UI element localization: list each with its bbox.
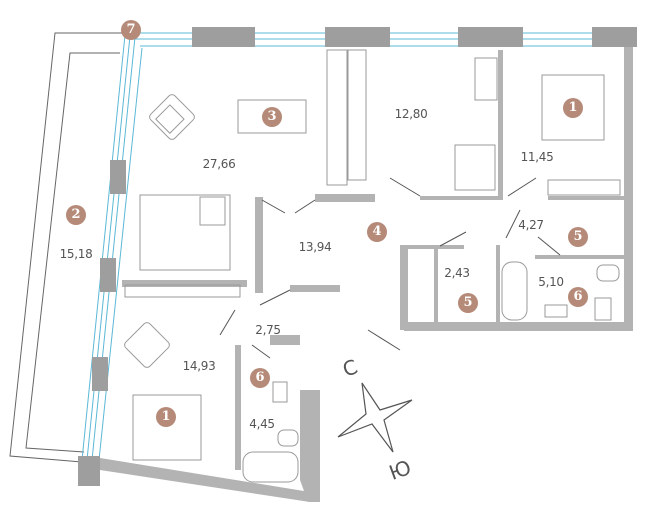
windows [81,32,630,461]
room-area-corridor: 2,75 [255,323,281,337]
bed-south [132,394,202,461]
room-area-bedroom-south: 14,93 [182,359,216,373]
room-area-loggia: 15,18 [59,247,93,261]
tv-stand [124,284,241,298]
room-area-wardrobe-east: 4,27 [518,218,544,232]
loggia-outline [9,32,125,463]
bathtub-south [242,451,299,483]
room-area-bedroom-north: 12,80 [394,107,428,121]
room-area-living: 27,66 [202,157,236,171]
compass-star-icon [337,382,413,453]
room-area-wardrobe-small: 2,43 [444,266,470,280]
furniture [124,49,621,483]
walls [100,47,633,502]
toilet-east [596,264,620,282]
room-area-hall: 13,94 [298,240,332,254]
room-badge-loggia: 2 [66,205,86,225]
sink-south [272,381,288,403]
kitchen-counter [326,49,348,186]
sink-east [544,304,568,318]
desk-north [474,57,498,101]
window-badge: 7 [121,20,141,40]
room-area-master: 11,45 [520,150,554,164]
dining-table [237,99,307,134]
bathtub-east [501,261,528,321]
room-badge-living: 3 [262,107,282,127]
sofa [139,194,231,271]
kitchen-cabinets [347,49,367,181]
room-badge-bathroom-south: 6 [250,368,270,388]
washer [594,297,612,321]
side-table [199,196,226,226]
room-area-bathroom-south: 4,45 [249,417,275,431]
bed-master [541,74,605,141]
room-badge-master: 1 [563,98,583,118]
desk-master [547,179,621,196]
room-badge-wardrobe-small: 5 [458,293,478,313]
room-badge-bedroom-south: 1 [156,407,176,427]
bed-north [454,144,496,191]
room-badge-bathroom-east: 6 [568,287,588,307]
pillars [78,27,637,486]
toilet-south [277,429,299,447]
room-badge-wardrobe-east: 5 [568,227,588,247]
door-swings [219,177,561,359]
room-badge-hall: 4 [367,222,387,242]
room-area-bathroom-east: 5,10 [538,275,564,289]
